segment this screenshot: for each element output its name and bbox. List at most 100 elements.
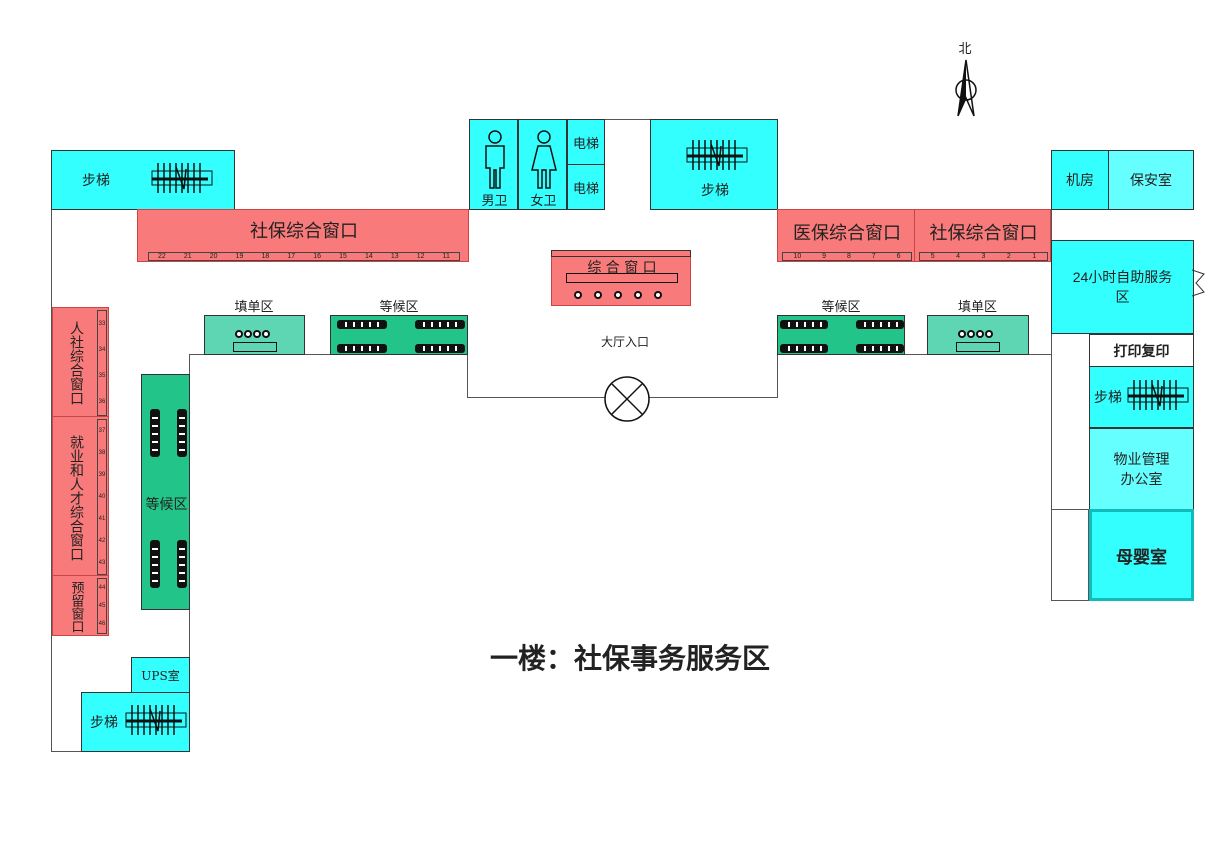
window-number: 9 [822, 253, 827, 260]
counter-general-desk [551, 250, 691, 257]
window-number: 14 [365, 253, 373, 260]
stairs-icon [124, 703, 188, 741]
wall-east-room [1051, 509, 1089, 601]
mother-baby-label: 母婴室 [1116, 547, 1167, 568]
counter-shebao-north-numbers: 22 21 20 19 18 17 16 15 14 13 12 11 [148, 252, 460, 261]
window-number: 39 [98, 472, 106, 478]
seat-icon [235, 330, 243, 338]
fill-form-w-label: 填单区 [234, 299, 274, 315]
seat-row-icon [780, 344, 828, 353]
window-number: 37 [98, 428, 106, 434]
wall-north-gap [604, 119, 650, 120]
seat-row-icon [856, 344, 904, 353]
counter-jiuye-numbers: 37 38 39 40 41 42 43 [97, 419, 107, 575]
counter-shebao-north: 社保综合窗口 22 21 20 19 18 17 16 15 14 13 12 … [137, 209, 469, 262]
fill-form-e-label: 填单区 [957, 299, 997, 315]
stairs-nw-room: 步梯 [51, 150, 235, 210]
seat-column-icon [177, 540, 187, 588]
window-number: 13 [390, 253, 399, 260]
wall-west [51, 150, 52, 752]
ups-room: UPS室 [131, 657, 190, 693]
seat-row-icon [337, 344, 387, 353]
window-number: 20 [209, 253, 218, 260]
mother-baby-room: 母婴室 [1089, 509, 1194, 601]
waiting-w-zone [330, 315, 468, 355]
window-number: 33 [98, 321, 106, 327]
seat-row-icon [415, 344, 465, 353]
stairs-e-room: 步梯 [1089, 366, 1194, 428]
window-number: 2 [1006, 253, 1011, 260]
window-number: 38 [98, 450, 106, 456]
wall-lobby-right [777, 354, 778, 398]
door-icon [1191, 268, 1206, 298]
map-title: 一楼：社保事务服务区 [489, 642, 770, 675]
waiting-left-label: 等候区 [145, 497, 188, 513]
counter-renshe-label: 人社综合窗口 [68, 321, 84, 405]
elevator-1: 电梯 [567, 119, 605, 165]
seat-icon [985, 330, 993, 338]
seat-icon [253, 330, 261, 338]
window-number: 3 [981, 253, 986, 260]
waiting-e-label: 等候区 [821, 299, 861, 315]
self-service-area: 24小时自助服务区 [1051, 240, 1194, 334]
window-number: 12 [416, 253, 425, 260]
security-room: 保安室 [1108, 150, 1194, 210]
window-number: 16 [313, 253, 322, 260]
print-copy-room: 打印复印 [1089, 334, 1194, 367]
counter-yibao: 医保综合窗口 10 9 8 7 6 [777, 209, 915, 262]
seat-row-icon [415, 320, 465, 329]
window-number: 21 [183, 253, 192, 260]
window-number: 19 [235, 253, 244, 260]
window-number: 42 [98, 538, 106, 544]
window-number: 22 [158, 253, 166, 260]
counter-general-label: 综 合 窗 口 [587, 260, 657, 276]
seat-icon [614, 291, 622, 299]
self-service-label: 24小时自助服务区 [1072, 269, 1173, 305]
counter-yibao-label: 医保综合窗口 [793, 223, 901, 244]
seat-icon [262, 330, 270, 338]
seat-icon [574, 291, 582, 299]
window-number: 8 [846, 253, 851, 260]
men-restroom: 男卫 [469, 119, 518, 210]
window-number: 36 [98, 399, 106, 405]
counter-reserved-label: 预留窗口 [68, 581, 84, 633]
north-label: 北 [958, 41, 972, 57]
seat-row-icon [856, 320, 904, 329]
counter-shebao-north-label: 社保综合窗口 [250, 221, 358, 242]
window-number: 45 [98, 603, 106, 609]
elevator-2: 电梯 [567, 164, 605, 210]
north-arrow-icon [952, 58, 980, 120]
window-number: 6 [896, 253, 901, 260]
entrance-label: 大厅入口 [600, 334, 649, 349]
window-number: 4 [956, 253, 961, 260]
waiting-e-zone [777, 315, 905, 355]
window-number: 41 [98, 516, 106, 522]
woman-icon [531, 130, 557, 189]
window-number: 15 [339, 253, 347, 260]
seat-icon [976, 330, 984, 338]
stairs-icon [1126, 378, 1190, 416]
counter-shebao-east-label: 社保综合窗口 [929, 223, 1038, 244]
window-number: 5 [930, 253, 935, 260]
stairs-nw-label: 步梯 [82, 173, 110, 189]
stairs-sw-label: 步梯 [90, 715, 118, 731]
counter-reserved-numbers: 44 45 46 [97, 578, 107, 634]
man-icon [485, 130, 505, 189]
wall-inner-top-east [777, 354, 1051, 355]
window-number: 17 [287, 253, 296, 260]
counter-shebao-east: 社保综合窗口 5 4 3 2 1 [914, 209, 1051, 262]
counter-jiuye: 就业和人才综合窗口 37 38 39 40 41 42 43 [52, 416, 109, 576]
wall-inner-top-west [189, 354, 467, 355]
machine-room-label: 机房 [1066, 173, 1094, 189]
fill-form-w-table [233, 342, 277, 352]
security-room-label: 保安室 [1130, 173, 1172, 189]
seat-icon [654, 291, 662, 299]
property-office: 物业管理办公室 [1089, 428, 1194, 510]
window-number: 10 [793, 253, 802, 260]
waiting-left-zone: 等候区 [141, 374, 190, 610]
seat-icon [634, 291, 642, 299]
seat-column-icon [177, 409, 187, 457]
stairs-icon [150, 161, 214, 199]
window-number: 18 [261, 253, 270, 260]
men-restroom-label: 男卫 [481, 193, 508, 209]
